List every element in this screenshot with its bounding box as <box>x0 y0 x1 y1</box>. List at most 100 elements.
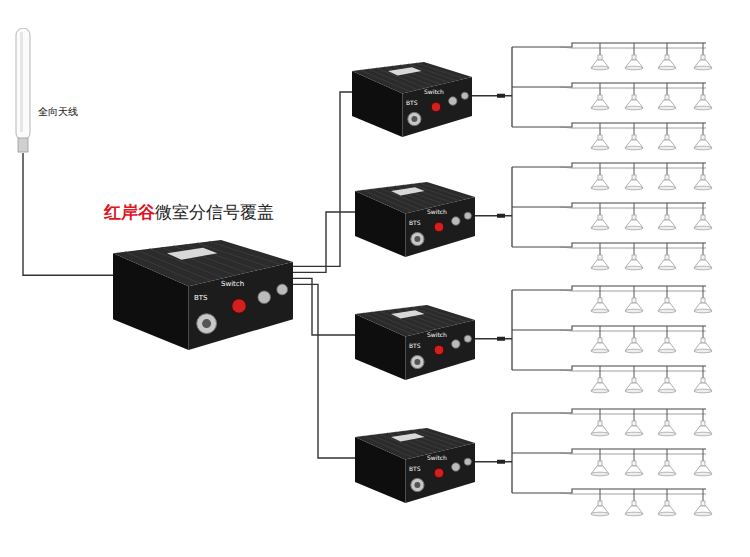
feeder-cable <box>560 453 706 454</box>
power-switch <box>232 299 246 313</box>
panel-label: BTS <box>409 466 421 473</box>
sma-connector <box>258 291 271 304</box>
ceiling-antenna <box>694 366 712 393</box>
ceiling-antenna <box>625 163 643 190</box>
ceiling-antenna <box>658 83 676 110</box>
ceiling-antenna <box>591 449 609 476</box>
panel-label: Switch <box>427 332 447 339</box>
ceiling-antenna <box>625 83 643 110</box>
ceiling-antenna <box>694 326 712 353</box>
feeder-cable <box>512 123 706 127</box>
feeder-cable <box>560 413 706 414</box>
amplifier-box: BTSSwitch <box>355 182 475 257</box>
ceiling-antenna <box>694 83 712 110</box>
sma-connector <box>461 92 468 99</box>
feeder-cable <box>512 409 706 413</box>
ceiling-antenna <box>658 123 676 150</box>
feeder-cable <box>512 203 706 207</box>
distribution-group <box>475 163 712 270</box>
n-connector <box>411 232 424 245</box>
title-text: 红岸谷 <box>104 201 155 224</box>
antenna-base <box>18 138 28 152</box>
feeder-cable <box>560 47 706 48</box>
ceiling-antenna <box>658 489 676 516</box>
feeder-cable <box>512 489 706 493</box>
feeder-cable <box>512 366 706 370</box>
ceiling-antenna <box>625 123 643 150</box>
ceiling-antenna <box>694 203 712 230</box>
feeder-cable <box>512 243 706 247</box>
panel-label: BTS <box>409 343 421 350</box>
ceiling-antenna <box>591 489 609 516</box>
feeder-cable <box>512 83 706 87</box>
sma-connector <box>464 458 471 465</box>
splitter <box>497 337 505 341</box>
ceiling-antenna <box>694 409 712 436</box>
amp-top <box>352 62 472 94</box>
antenna-label: 全向天线 <box>38 106 78 117</box>
feeder-cable <box>560 247 706 248</box>
ceiling-antenna <box>591 326 609 353</box>
ceiling-antenna <box>658 203 676 230</box>
feeder-cable <box>560 290 706 291</box>
sma-connector <box>452 463 460 471</box>
antenna-node: 全向天线 <box>12 28 92 153</box>
ceiling-antenna <box>591 409 609 436</box>
feeder-cable <box>512 43 706 47</box>
ceiling-antenna <box>625 286 643 313</box>
antenna-rod <box>16 28 30 140</box>
feeder-cable <box>560 330 706 331</box>
splitter <box>497 460 505 464</box>
n-connector <box>411 355 424 368</box>
feeder-cable <box>560 87 706 88</box>
feeder-cable <box>512 326 706 330</box>
amp-sticker <box>167 248 217 260</box>
panel-label: BTS <box>406 100 418 107</box>
ceiling-antenna <box>625 366 643 393</box>
ceiling-antenna <box>694 489 712 516</box>
ceiling-antenna <box>694 43 712 70</box>
ceiling-antenna <box>658 366 676 393</box>
title-row: 红岸谷微室分信号覆盖 <box>104 201 274 224</box>
feeder-cable <box>560 493 706 494</box>
amplifier-box: BTSSwitch <box>352 62 472 137</box>
ceiling-antenna <box>625 203 643 230</box>
ceiling-antenna <box>591 123 609 150</box>
ceiling-antenna <box>694 123 712 150</box>
amp-top <box>355 305 475 337</box>
sma-connector <box>277 284 288 295</box>
ceiling-antenna <box>591 286 609 313</box>
amp-top <box>355 182 475 214</box>
n-connector <box>408 112 421 125</box>
feeder-cable <box>475 461 512 462</box>
feeder-cable <box>560 167 706 168</box>
ceiling-antenna <box>694 449 712 476</box>
splitter <box>497 94 505 98</box>
panel-label: BTS <box>194 295 208 303</box>
title-text: 微室分信号覆盖 <box>155 201 274 224</box>
sma-connector <box>449 97 457 105</box>
amp-sticker <box>391 433 425 441</box>
amp-top <box>113 240 293 286</box>
ceiling-antenna <box>658 163 676 190</box>
ceiling-antenna <box>625 326 643 353</box>
ceiling-antenna <box>625 409 643 436</box>
feeder-cable <box>475 215 512 216</box>
ceiling-antenna <box>658 409 676 436</box>
feeder-cable <box>472 95 512 96</box>
power-switch <box>431 102 441 112</box>
panel-label: BTS <box>409 220 421 227</box>
power-switch <box>434 222 444 232</box>
amplifier-box: BTS Switch <box>355 428 475 503</box>
power-switch <box>434 468 444 478</box>
rf-cable <box>293 278 355 335</box>
ceiling-antenna <box>625 243 643 270</box>
ceiling-antenna <box>694 286 712 313</box>
ceiling-antenna <box>658 286 676 313</box>
antenna-illustration <box>12 28 92 153</box>
rf-cable <box>293 212 355 272</box>
ceiling-antenna <box>591 83 609 110</box>
panel-label: Switch <box>427 455 447 462</box>
n-connector <box>197 314 217 334</box>
